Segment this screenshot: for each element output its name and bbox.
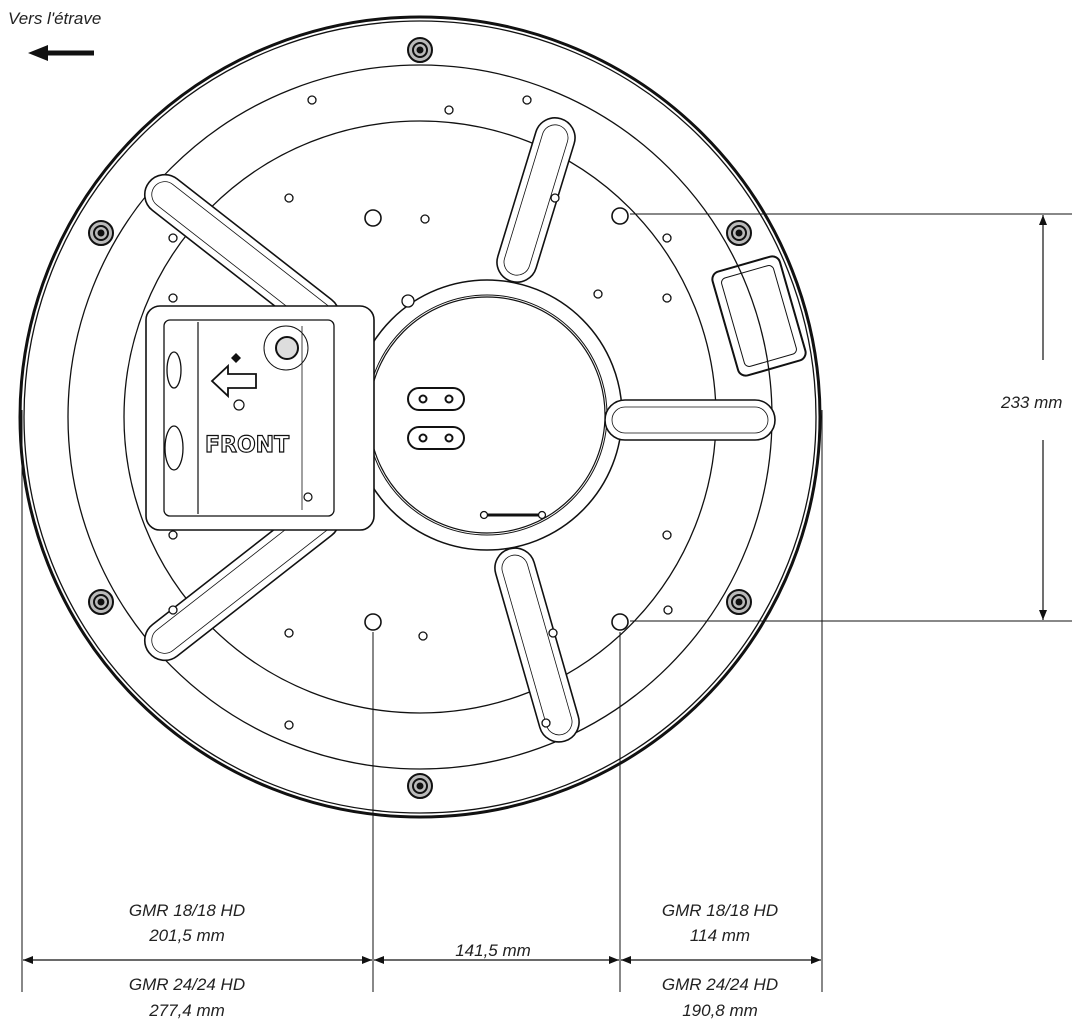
- hub-cover: [368, 296, 606, 534]
- dim-right-value-b: 190,8 mm: [682, 1001, 758, 1020]
- front-pocket: [145, 305, 375, 531]
- dim-right-model-a: GMR 18/18 HD: [662, 901, 778, 920]
- bolt-upper-left: [88, 220, 114, 246]
- rib-lower-right: [494, 547, 580, 743]
- dim-left-value-a: 201,5 mm: [148, 926, 225, 945]
- bolt-heads: [88, 37, 752, 799]
- mounting-holes: [168, 95, 673, 730]
- extension-lines: [21, 213, 1072, 992]
- connector-housing: [711, 255, 807, 377]
- dim-left-model-a: GMR 18/18 HD: [129, 901, 245, 920]
- outer-rim: [18, 15, 822, 819]
- dimension-vertical-label: 233 mm: [1000, 393, 1062, 412]
- hub-slot-bar: [401, 294, 547, 520]
- hub-slots: [407, 387, 465, 450]
- dim-middle-label: 141,5 mm: [455, 941, 531, 960]
- bolt-upper-right: [726, 220, 752, 246]
- dim-left-value-b: 277,4 mm: [148, 1001, 225, 1020]
- rib-right: [604, 399, 776, 441]
- bolt-top: [407, 37, 433, 63]
- bolt-lower-left: [88, 589, 114, 615]
- bow-direction-label: Vers l'étrave: [8, 9, 101, 28]
- rib-upper-right: [496, 117, 576, 283]
- front-label: FRONT: [205, 433, 289, 458]
- dim-left-model-b: GMR 24/24 HD: [129, 975, 245, 994]
- front-arrow-icon: [210, 363, 257, 399]
- front-pocket-details: [163, 319, 335, 517]
- bolt-lower-right: [726, 589, 752, 615]
- dim-middle-label-mask: [448, 942, 538, 956]
- outer-rim-inner: [23, 20, 817, 814]
- radial-ribs: [143, 117, 776, 743]
- dim-right-value-a: 114 mm: [690, 926, 750, 945]
- bow-direction-arrow-icon: [28, 45, 94, 61]
- bolt-bottom: [407, 773, 433, 799]
- dim-right-model-b: GMR 24/24 HD: [662, 975, 778, 994]
